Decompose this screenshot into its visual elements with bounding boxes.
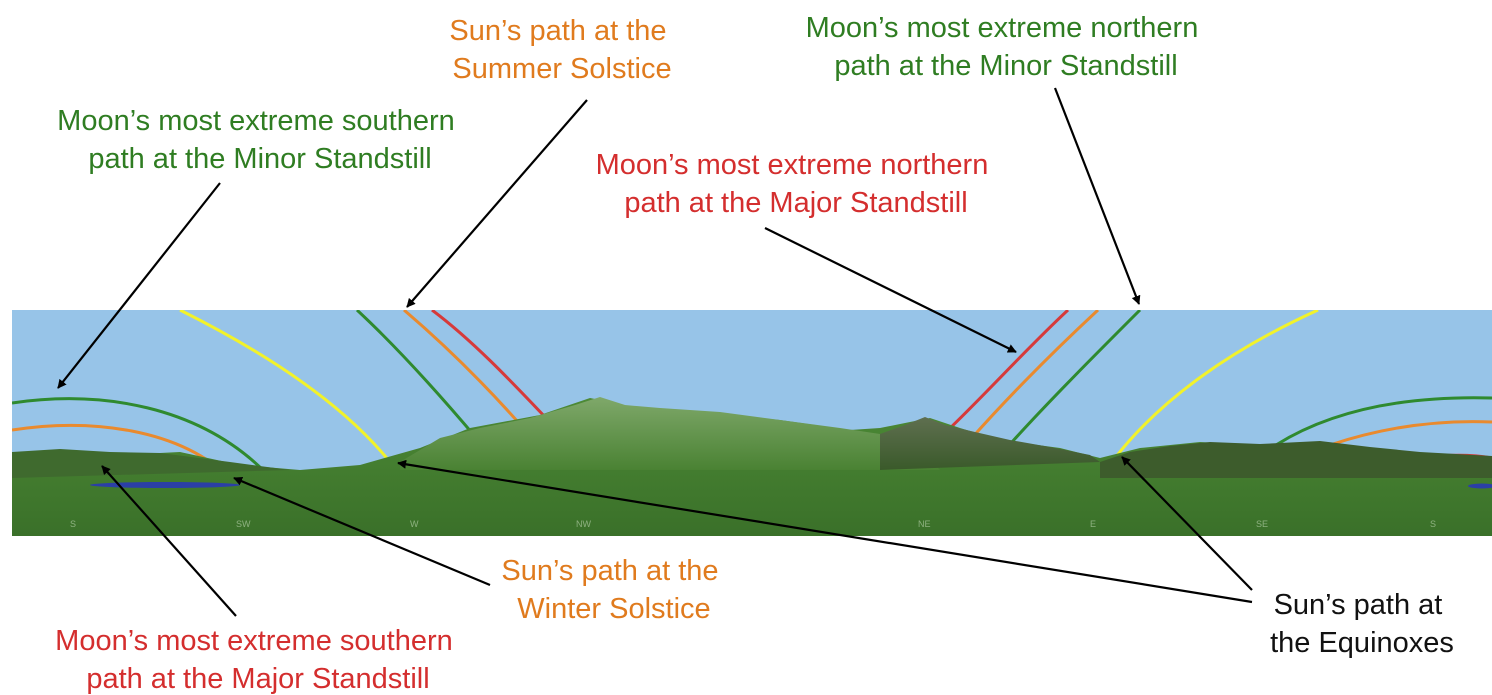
- major-north-label-line1: Moon’s most extreme northern: [596, 149, 989, 181]
- winter-solstice-label-line1: Sun’s path at the: [501, 555, 718, 587]
- arrow-summer-solstice: [406, 99, 588, 308]
- compass-point: W: [410, 519, 419, 529]
- minor-north-path-east: [1010, 310, 1142, 444]
- equinoxes-label-line2: the Equinoxes: [1270, 627, 1454, 659]
- summer-solstice-label-line1: Sun’s path at the: [449, 15, 666, 47]
- celestial-paths: [12, 310, 1492, 482]
- equinox-path-east: [1113, 310, 1319, 459]
- compass-point: E: [1090, 519, 1096, 529]
- compass-point: S: [1430, 519, 1436, 529]
- far-east-hills: [1100, 441, 1492, 478]
- arrow-major-north: [764, 227, 1017, 353]
- minor-north-path-west: [355, 310, 480, 441]
- callout-arrows: [57, 87, 1253, 617]
- arrow-equinox-east: [1121, 456, 1253, 591]
- callout-labels: Sun’s path at the Summer Solstice Moon’s…: [55, 12, 1454, 695]
- minor-north-label-line2: path at the Minor Standstill: [834, 50, 1177, 82]
- winter-solstice-path-east: [1329, 420, 1492, 447]
- major-south-label-line2: path at the Major Standstill: [86, 663, 429, 695]
- arrow-equinox-west: [397, 459, 1253, 604]
- major-north-label-line2: path at the Major Standstill: [624, 187, 967, 219]
- major-south-label-line1: Moon’s most extreme southern: [55, 625, 453, 657]
- east-hills: [880, 417, 1100, 470]
- summer-solstice-path-west: [403, 310, 520, 423]
- lake-west: [90, 482, 240, 488]
- equinoxes-label: Sun’s path at the Equinoxes: [1270, 589, 1454, 659]
- major-south-label: Moon’s most extreme southern path at the…: [55, 625, 461, 695]
- terrain: [12, 397, 1492, 536]
- lake-east: [1468, 483, 1492, 489]
- compass-point: S: [70, 519, 76, 529]
- major-north-path-west: [431, 310, 548, 420]
- compass-point: NW: [576, 519, 591, 529]
- panorama: S SW W NW NE E SE S: [12, 310, 1492, 536]
- summer-solstice-label-line2: Summer Solstice: [452, 53, 671, 85]
- summer-solstice-label: Sun’s path at the Summer Solstice: [449, 15, 674, 85]
- equinoxes-label-line1: Sun’s path at: [1274, 589, 1443, 621]
- major-north-path-east: [944, 310, 1070, 434]
- minor-south-path-east: [1275, 396, 1492, 447]
- compass-point: SW: [236, 519, 251, 529]
- arrow-major-south: [101, 465, 237, 617]
- minor-north-label-line1: Moon’s most extreme northern: [806, 12, 1199, 44]
- minor-south-label-line1: Moon’s most extreme southern: [57, 105, 455, 137]
- minor-south-label: Moon’s most extreme southern path at the…: [57, 105, 463, 175]
- winter-solstice-label: Sun’s path at the Winter Solstice: [501, 555, 726, 625]
- arrow-minor-south: [57, 182, 221, 389]
- major-north-label: Moon’s most extreme northern path at the…: [596, 149, 997, 219]
- compass-point: NE: [918, 519, 931, 529]
- equinox-path-west: [179, 310, 392, 463]
- summer-solstice-path-east: [968, 310, 1100, 441]
- west-hills: [12, 449, 290, 478]
- minor-north-label: Moon’s most extreme northern path at the…: [806, 12, 1207, 82]
- compass-point: SE: [1256, 519, 1268, 529]
- compass-labels: S SW W NW NE E SE S: [70, 519, 1436, 529]
- minor-south-label-line2: path at the Minor Standstill: [88, 143, 431, 175]
- arrow-minor-north: [1053, 87, 1141, 305]
- winter-solstice-label-line2: Winter Solstice: [517, 593, 710, 625]
- main-hill: [400, 397, 940, 470]
- minor-south-path-west: [12, 397, 270, 477]
- arrow-winter-solstice: [233, 476, 491, 587]
